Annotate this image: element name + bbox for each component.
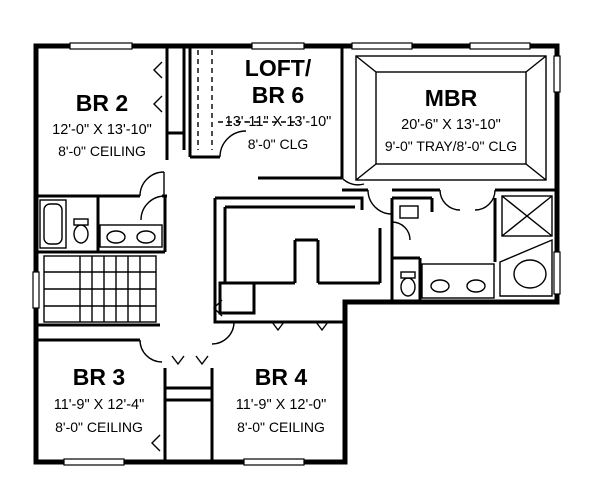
- room-loft: LOFT/ BR 6 13'-11" X 13'-10" 8'-0" CLG: [225, 55, 332, 152]
- door-loft: [219, 130, 247, 158]
- room-dims-br4: 11'-9" X 12'-0": [236, 397, 327, 413]
- window-mbr-top-2: [469, 42, 531, 50]
- room-br4: BR 4 11'-9" X 12'-0" 8'-0" CEILING: [236, 364, 327, 435]
- room-br2: BR 2 12'-0" X 13'-10" 8'-0" CEILING: [52, 90, 152, 159]
- window-br3-bottom: [63, 458, 125, 466]
- window-mbr-right: [553, 55, 561, 93]
- room-dims-br3: 11'-9" X 12'-4": [54, 397, 145, 413]
- doors: [139, 130, 496, 363]
- window-loft-top: [251, 42, 305, 50]
- room-mbr: MBR 20'-6" X 13'-10" 9'-0" TRAY/8'-0" CL…: [385, 85, 517, 154]
- exterior-walls: [33, 43, 560, 465]
- room-name-loft-2: BR 6: [252, 82, 304, 108]
- closet-arrows: [151, 61, 329, 452]
- door-br4: [211, 321, 235, 345]
- room-dims-mbr: 20'-6" X 13'-10": [401, 117, 501, 133]
- room-ceiling-br2: 8'-0" CEILING: [58, 143, 146, 159]
- room-dims-loft: 13'-11" X 13'-10": [225, 114, 332, 130]
- room-name-loft-1: LOFT/: [245, 55, 312, 81]
- room-ceiling-loft: 8'-0" CLG: [248, 136, 309, 152]
- door-loft-2: [341, 177, 365, 186]
- room-ceiling-br4: 8'-0" CEILING: [237, 419, 325, 435]
- window-br4-bottom: [243, 458, 305, 466]
- door-mbr: [367, 189, 393, 215]
- bath-fixtures: [39, 195, 553, 299]
- door-mbath: [439, 189, 461, 211]
- mb-toilet: [400, 277, 416, 297]
- room-ceiling-mbr: 9'-0" TRAY/8'-0" CLG: [385, 138, 517, 154]
- stairs: [43, 255, 157, 323]
- door-bath2: [140, 195, 166, 221]
- interior-walls: [36, 46, 557, 462]
- room-ceiling-br3: 8'-0" CEILING: [55, 419, 143, 435]
- window-stair-left: [32, 271, 40, 309]
- windows: [32, 42, 561, 466]
- room-name-br4: BR 4: [255, 364, 308, 390]
- loft-dashed-lines: [197, 50, 300, 150]
- door-wc: [391, 221, 411, 241]
- toilet: [73, 224, 89, 244]
- room-dims-br2: 12'-0" X 13'-10": [52, 122, 152, 138]
- room-name-mbr: MBR: [425, 85, 478, 111]
- mbr-tray-ceiling: [355, 55, 547, 181]
- room-name-br3: BR 3: [73, 364, 125, 390]
- room-name-br2: BR 2: [76, 90, 128, 116]
- mb-vanity: [421, 263, 495, 299]
- window-mbr-top: [351, 42, 413, 50]
- window-bath-right: [553, 251, 561, 295]
- room-br3: BR 3 11'-9" X 12'-4" 8'-0" CEILING: [54, 364, 145, 435]
- door-br2: [139, 171, 165, 197]
- window-br2-top: [69, 42, 133, 50]
- door-br3: [139, 339, 163, 363]
